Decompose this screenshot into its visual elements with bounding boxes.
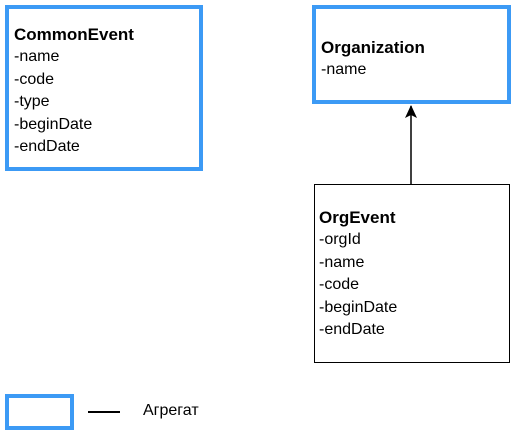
entity-attribute: -type	[14, 93, 50, 110]
legend-dash	[88, 411, 120, 413]
entity-title: OrgEvent	[319, 208, 396, 227]
entity-attribute: -code	[319, 276, 360, 293]
common-event-entity: CommonEvent -name -code -type -beginDate…	[5, 5, 203, 171]
entity-attribute: -endDate	[319, 321, 385, 338]
organization-entity: Organization -name	[312, 5, 511, 104]
entity-attribute: -name	[321, 61, 367, 78]
legend-aggregate-swatch	[5, 394, 74, 430]
entity-title: CommonEvent	[14, 25, 134, 44]
arrowhead-icon	[405, 105, 417, 118]
legend-label: Агрегат	[143, 402, 199, 419]
entity-attribute: -orgId	[319, 231, 361, 248]
entity-attribute: -name	[14, 48, 60, 65]
entity-attribute: -name	[319, 253, 365, 271]
entity-attribute: -beginDate	[319, 298, 398, 316]
entity-attribute: -endDate	[14, 138, 80, 155]
entity-attribute: -beginDate	[14, 115, 93, 133]
entity-title: Organization	[321, 38, 425, 57]
org-event-entity: OrgEvent -orgId -name -code -beginDate -…	[314, 184, 510, 363]
entity-attribute: -code	[14, 70, 55, 88]
